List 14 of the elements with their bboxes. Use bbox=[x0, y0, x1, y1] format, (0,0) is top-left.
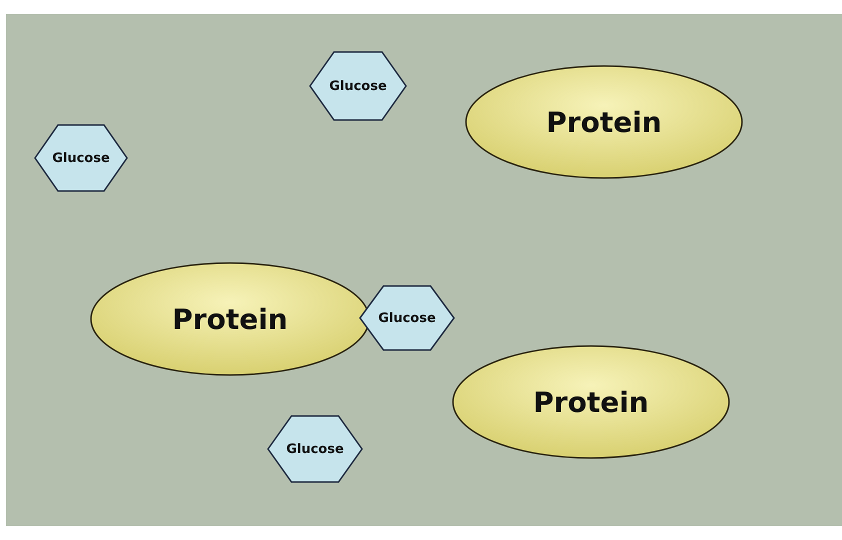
glucose-hexagon bbox=[35, 124, 127, 192]
node-label: Glucose bbox=[52, 150, 110, 166]
glucose-hexagon bbox=[360, 285, 454, 351]
node-label: Glucose bbox=[378, 310, 436, 326]
glucose-hexagon bbox=[268, 415, 362, 483]
node-label: Protein bbox=[546, 106, 662, 138]
node-label: Glucose bbox=[329, 78, 387, 94]
node-label: Protein bbox=[172, 302, 288, 336]
protein-ellipse bbox=[452, 345, 730, 459]
node-label: Protein bbox=[533, 386, 649, 418]
glucose-hexagon bbox=[310, 51, 406, 121]
node-label: Glucose bbox=[286, 442, 344, 456]
protein-ellipse bbox=[465, 65, 743, 179]
protein-ellipse bbox=[90, 262, 370, 376]
